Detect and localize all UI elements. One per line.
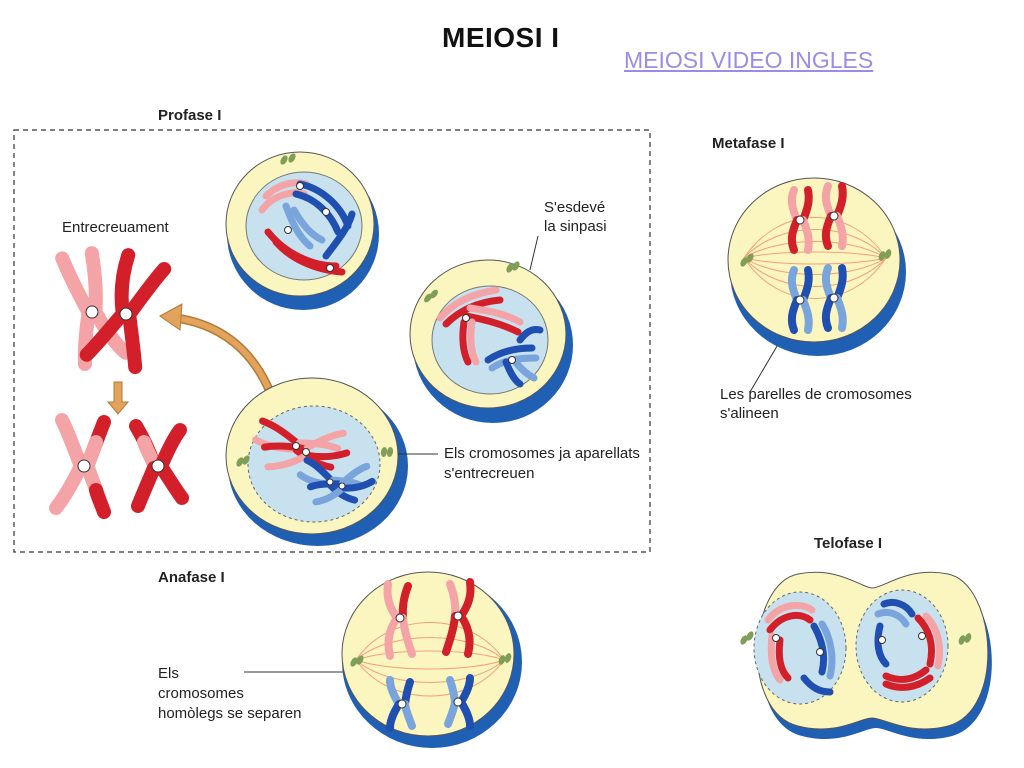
separate-label-line3: homòlegs se separen [158, 705, 302, 722]
crossing-label-line1: Els cromosomes ja aparellats [444, 445, 640, 462]
prophase-box [13, 129, 651, 553]
page-title: MEIOSI I [442, 22, 560, 53]
metaphase-label: Metafase I [712, 135, 785, 152]
prophase-label: Profase I [158, 107, 222, 124]
down-arrow-icon [106, 381, 130, 415]
align-label-line2: s'alineen [720, 405, 779, 422]
video-link[interactable]: MEIOSI VIDEO INGLES [624, 47, 874, 73]
anaphase-label: Anafase I [158, 569, 225, 586]
crossing-over-label: Entrecreuament [62, 219, 169, 236]
crossing-over-chromosomes [49, 246, 189, 519]
anaphase-cell [341, 571, 522, 748]
prophase-cell-2 [409, 259, 573, 423]
telophase-label: Telofase I [814, 535, 883, 552]
align-label-line1: Les parelles de cromosomes [720, 386, 912, 403]
synapsis-label-line1: S'esdevé [544, 199, 606, 216]
separate-label-line1: Els [158, 665, 179, 682]
telophase-cell [740, 571, 992, 740]
synapsis-label-line2: la sinpasi [544, 218, 607, 235]
prophase-cell-1 [225, 151, 379, 310]
separate-label-line2: cromosomes [158, 685, 244, 702]
prophase-cell-3 [225, 377, 408, 546]
metaphase-cell [727, 177, 906, 356]
crossing-label-line2: s'entrecreuen [444, 465, 535, 482]
